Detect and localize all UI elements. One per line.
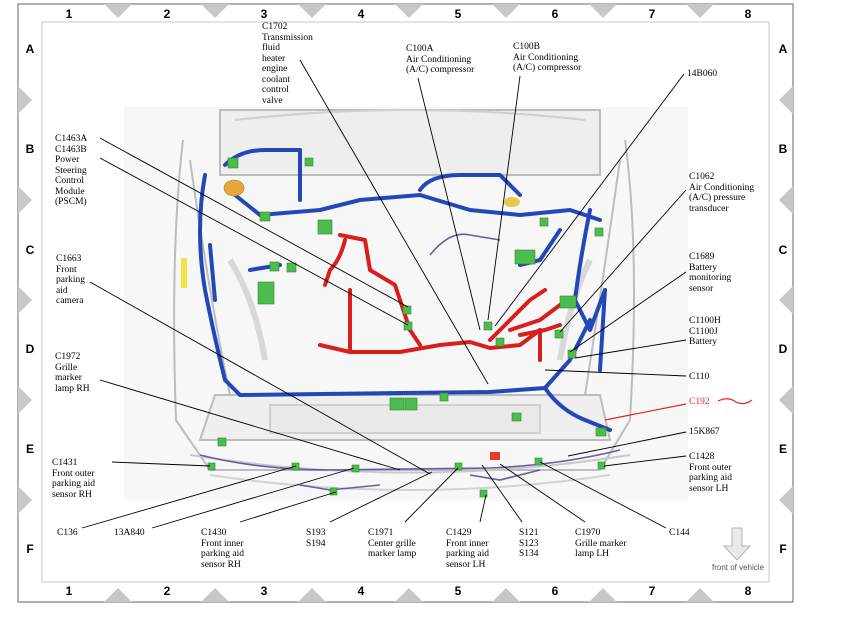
label-c1970: C1970 Grille marker lamp LH bbox=[575, 528, 627, 559]
grid-col-label: 8 bbox=[744, 584, 752, 598]
grid-tick-chevron bbox=[18, 186, 32, 214]
grid-tick-chevron bbox=[589, 588, 617, 602]
label-c1689: C1689 Battery monitoring sensor bbox=[689, 252, 732, 294]
grid-row-label: F bbox=[779, 542, 787, 556]
label-c1430: C1430 Front inner parking aid sensor RH bbox=[201, 528, 245, 570]
label-c1972: C1972 Grille marker lamp RH bbox=[55, 352, 90, 394]
connectors bbox=[207, 157, 607, 498]
label-15k867: 15K867 bbox=[689, 427, 720, 437]
red-harness bbox=[318, 233, 562, 362]
label-c1702: C1702 Transmission fluid heater engine c… bbox=[262, 22, 313, 106]
grid-tick-chevron bbox=[589, 4, 617, 18]
grid-tick-chevron bbox=[104, 588, 132, 602]
grid-row-label: D bbox=[25, 342, 35, 356]
grid-row-label: E bbox=[778, 442, 787, 456]
grid-tick-chevron bbox=[18, 86, 32, 114]
label-13a840: 13A840 bbox=[114, 528, 145, 538]
grid-row-label: D bbox=[778, 342, 788, 356]
grid-row-label: B bbox=[25, 142, 35, 156]
grid-tick-chevron bbox=[298, 588, 326, 602]
grid-col-label: 8 bbox=[744, 7, 752, 21]
label-c1428: C1428 Front outer parking aid sensor LH bbox=[689, 452, 733, 494]
grid-tick-chevron bbox=[686, 4, 714, 18]
grid-row-label: A bbox=[778, 42, 788, 56]
grid-tick-chevron bbox=[779, 486, 793, 514]
down-arrow-icon bbox=[722, 527, 752, 561]
label-c100a: C100A Air Conditioning (A/C) compressor bbox=[406, 44, 475, 75]
label-c110: C110 bbox=[689, 372, 710, 382]
grid-tick-chevron bbox=[104, 4, 132, 18]
grid-col-label: 1 bbox=[65, 584, 73, 598]
label-c1062: C1062 Air Conditioning (A/C) pressure tr… bbox=[689, 172, 755, 214]
grid-tick-chevron bbox=[395, 588, 423, 602]
leader-lines bbox=[81, 59, 687, 529]
grid-row-label: F bbox=[26, 542, 34, 556]
grid-tick-chevron bbox=[201, 4, 229, 18]
label-c192: C192 bbox=[689, 397, 710, 407]
grid-col-label: 6 bbox=[551, 584, 559, 598]
grid-tick-chevron bbox=[298, 4, 326, 18]
grid-col-label: 1 bbox=[65, 7, 73, 21]
grid-row-label: C bbox=[25, 243, 35, 257]
grid-col-label: 7 bbox=[648, 7, 656, 21]
grid-tick-chevron bbox=[686, 588, 714, 602]
grid-col-label: 4 bbox=[357, 7, 365, 21]
label-c144: C144 bbox=[669, 528, 690, 538]
grid-tick-chevron bbox=[779, 386, 793, 414]
label-c100b: C100B Air Conditioning (A/C) compressor bbox=[513, 42, 582, 73]
grid-tick-chevron bbox=[492, 588, 520, 602]
label-c1429: C1429 Front inner parking aid sensor LH bbox=[446, 528, 490, 570]
grid-row-label: C bbox=[778, 243, 788, 257]
grid-tick-chevron bbox=[492, 4, 520, 18]
grid-col-label: 2 bbox=[163, 7, 171, 21]
grid-tick-chevron bbox=[779, 186, 793, 214]
grid-col-label: 2 bbox=[163, 584, 171, 598]
label-c1663: C1663 Front parking aid camera bbox=[56, 254, 86, 306]
grid-col-label: 5 bbox=[454, 7, 462, 21]
grid-row-label: B bbox=[778, 142, 788, 156]
misc-parts bbox=[181, 179, 520, 460]
grid-col-label: 4 bbox=[357, 584, 365, 598]
grid-col-label: 3 bbox=[260, 584, 268, 598]
grid-tick-chevron bbox=[201, 588, 229, 602]
label-c1431: C1431 Front outer parking aid sensor RH bbox=[52, 458, 96, 500]
grid-tick-chevron bbox=[779, 86, 793, 114]
grid-tick-chevron bbox=[18, 286, 32, 314]
front-of-vehicle-caption: front of vehicle bbox=[711, 563, 765, 572]
label-c136: C136 bbox=[57, 528, 78, 538]
grid-row-label: E bbox=[25, 442, 34, 456]
grid-row-label: A bbox=[25, 42, 35, 56]
grid-tick-chevron bbox=[779, 286, 793, 314]
grid-tick-chevron bbox=[395, 4, 423, 18]
label-s121-s123-s134: S121 S123 S134 bbox=[519, 528, 539, 559]
grid-tick-chevron bbox=[18, 386, 32, 414]
grid-col-label: 5 bbox=[454, 584, 462, 598]
grid-col-label: 7 bbox=[648, 584, 656, 598]
label-c1463: C1463A C1463B Power Steering Control Mod… bbox=[55, 134, 88, 207]
label-c1100: C1100H C1100J Battery bbox=[689, 316, 721, 347]
grid-tick-chevron bbox=[18, 486, 32, 514]
grid-col-label: 6 bbox=[551, 7, 559, 21]
label-c1971: C1971 Center grille marker lamp bbox=[368, 528, 417, 559]
vehicle-outline bbox=[124, 107, 688, 500]
label-s193-s194: S193 S194 bbox=[306, 528, 326, 549]
label-14b060: 14B060 bbox=[687, 69, 718, 79]
grid-col-label: 3 bbox=[260, 7, 268, 21]
